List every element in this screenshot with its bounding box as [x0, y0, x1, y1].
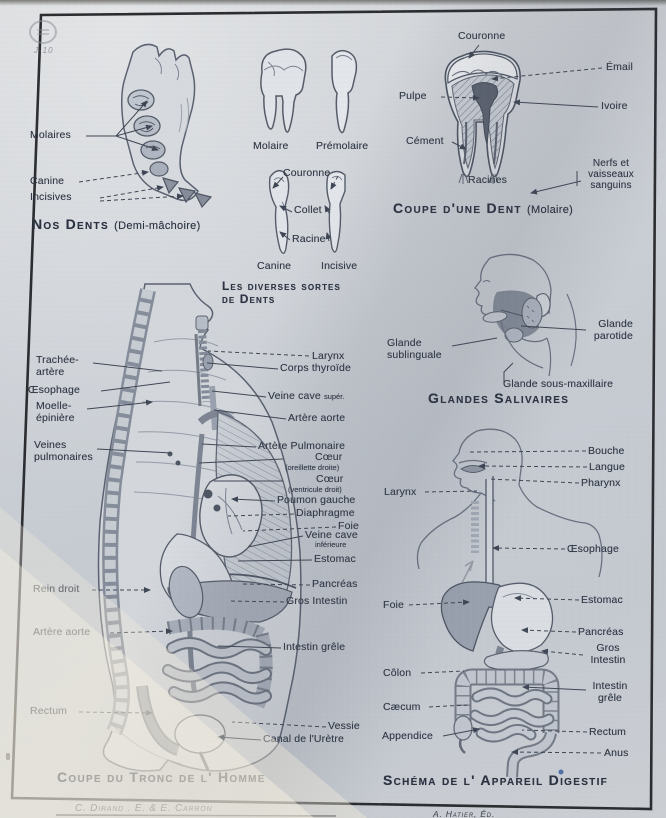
label-couronne-types: Couronne: [283, 167, 331, 179]
credits-authors: C. Dirand . E. & E. Carron: [75, 803, 213, 814]
label-veine-cave-sup-main: Veine cave: [268, 390, 321, 402]
label-canine-type: Canine: [257, 260, 292, 272]
label-colon: Côlon: [383, 667, 412, 679]
caption-nos-dents-main: Nos Dents: [32, 216, 109, 232]
label-coeur-1-sub: (oreillette droite): [285, 463, 340, 472]
label-veine-cave-sup-small: supér.: [323, 392, 345, 401]
label-veine-cave-inf-sub: inférieure: [315, 540, 347, 549]
label-collet: Collet: [294, 204, 322, 216]
label-cement: Cément: [406, 135, 444, 147]
label-poumon-gauche: Poumon gauche: [277, 494, 356, 506]
digestive-illustration: [416, 428, 603, 778]
label-vessie: Vessie: [328, 720, 360, 732]
caption-nos-dents: Nos Dents (Demi-mâchoire): [32, 216, 201, 232]
caption-nos-dents-sub: (Demi-mâchoire): [114, 220, 201, 232]
label-moelle-epiniere: Moelle- épinière: [36, 400, 75, 424]
label-larynx-digestif: Larynx: [384, 486, 417, 498]
label-rectum-digestif: Rectum: [589, 726, 627, 738]
label-racines: Racines: [468, 174, 507, 186]
label-larynx-torso: Larynx: [312, 350, 345, 362]
caption-coupe-dent: Coupe d'une Dent (Molaire): [393, 200, 638, 216]
caption-glandes-salivaires: Glandes Salivaires: [428, 390, 570, 406]
label-diaphragme: Diaphragme: [296, 507, 355, 519]
label-incisive: Incisive: [321, 260, 358, 272]
label-intestin-grele-torso: Intestin grêle: [283, 641, 346, 653]
credits-publisher: A. Hatier, Éd.: [433, 809, 496, 818]
label-gros-intestin-digestif: Gros Intestin: [590, 642, 626, 666]
label-oesophage-torso: Œsophage: [28, 384, 80, 396]
label-bouche: Bouche: [588, 445, 625, 457]
label-glande-sous-maxillaire: Glande sous-maxillaire: [503, 378, 614, 390]
label-couronne-section: Couronne: [458, 30, 506, 42]
caption-coupe-dent-main: Coupe d'une Dent: [393, 200, 522, 216]
label-veines-pulmonaires: Veines pulmonaires: [34, 439, 93, 463]
photo-top-edge: [0, 0, 666, 6]
caption-diverses-sortes-2: de Dents: [222, 292, 276, 306]
label-caecum: Cæcum: [383, 701, 421, 713]
label-glande-parotide: Glande parotide: [593, 318, 633, 342]
label-molaires: Molaires: [30, 129, 71, 141]
label-anus: Anus: [604, 747, 629, 759]
caption-diverses-sortes-1: Les diverses sortes: [222, 279, 341, 293]
label-pharynx: Pharynx: [581, 477, 621, 489]
label-coeur-2: Cœur: [316, 473, 344, 485]
label-ivoire: Ivoire: [601, 100, 628, 112]
label-foie-digestif: Foie: [383, 599, 405, 611]
jaw-illustration: [121, 43, 213, 209]
label-coeur-2-sub: (ventricule droit): [288, 485, 342, 494]
caption-coupe-tronc: Coupe du Tronc de l' Homme: [57, 769, 266, 785]
label-estomac-digestif: Estomac: [581, 594, 623, 606]
label-canal-uretre: Canal de l'Urètre: [263, 733, 345, 745]
label-foie-torso: Foie: [338, 520, 360, 532]
label-artere-aorte-gauche: Artère aorte: [33, 626, 91, 638]
label-appendice: Appendice: [382, 730, 433, 742]
molar-premolar-illustration: [260, 48, 358, 134]
label-coeur-1: Cœur: [315, 451, 343, 463]
label-veine-cave-sup: Veine cave supér.: [268, 390, 345, 403]
label-veine-cave-inf: Veine cave: [305, 529, 358, 541]
label-gros-intestin-torso: Gros Intestin: [286, 595, 348, 607]
label-premolaire: Prémolaire: [316, 140, 369, 152]
library-stamp-icon: [29, 20, 57, 44]
label-oesophage-digestif: Œsophage: [567, 543, 619, 555]
caption-coupe-dent-sub: (Molaire): [527, 204, 574, 216]
label-racine: Racine: [292, 233, 326, 245]
stamp-code: J-10: [34, 46, 54, 55]
label-corps-thyroide: Corps thyroïde: [280, 362, 351, 374]
label-intestin-grele-digestif: Intestin grêle: [592, 680, 628, 704]
label-rein-droit: Rein droit: [33, 583, 80, 595]
label-langue: Langue: [589, 461, 625, 473]
caption-appareil-digestif: Schéma de l' Appareil Digestif: [383, 772, 609, 788]
label-incisives: Incisives: [30, 191, 72, 203]
label-estomac-torso: Estomac: [314, 553, 356, 565]
label-glande-sublinguale: Glande sublinguale: [387, 337, 442, 361]
label-molaire: Molaire: [253, 140, 289, 152]
label-nerfs-vaisseaux: Nerfs et vaisseaux sanguins: [588, 158, 634, 192]
label-pancreas-digestif: Pancréas: [578, 626, 624, 638]
label-rectum-torso: Rectum: [30, 705, 68, 717]
label-canine-jaw: Canine: [30, 175, 65, 187]
label-email: Émail: [606, 61, 634, 73]
label-artere-aorte-droite: Artère aorte: [288, 412, 346, 424]
label-artere-pulmonaire: Artère Pulmonaire: [258, 440, 346, 452]
label-pancreas-torso: Pancréas: [312, 578, 358, 590]
label-trachee-artere: Trachée- artère: [36, 354, 79, 378]
label-pulpe: Pulpe: [399, 90, 427, 102]
